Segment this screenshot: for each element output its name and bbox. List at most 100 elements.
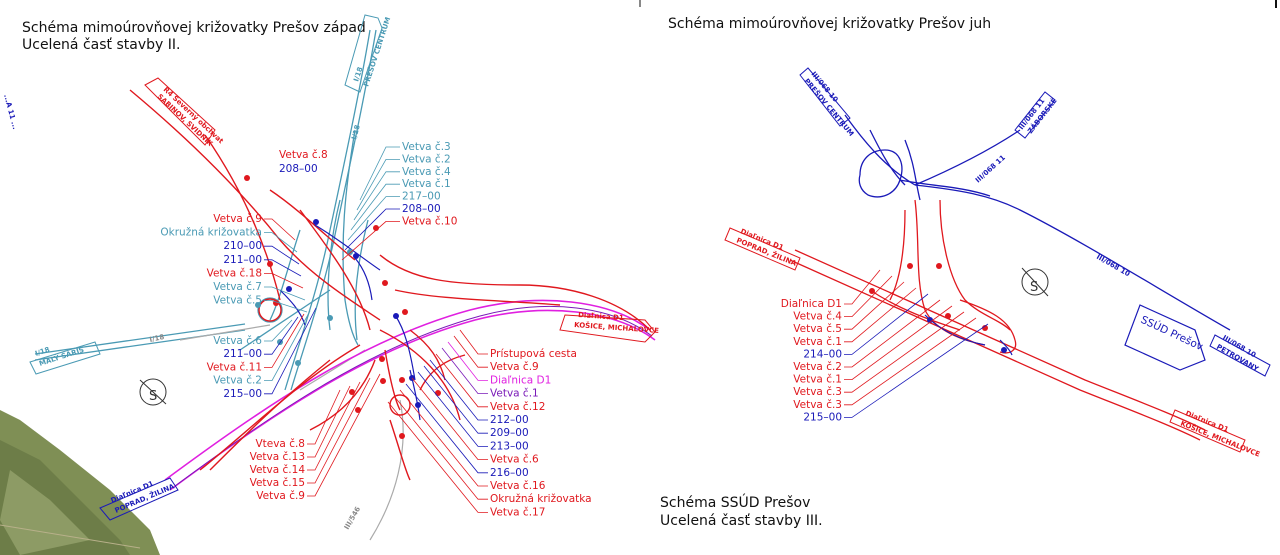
west-sign-d1-east: Diaľnica D1 KOŠICE, MICHALOVCE [559, 311, 660, 343]
leader-line [435, 353, 488, 408]
leader-line [441, 347, 488, 395]
leader-line [447, 341, 488, 381]
map-label: 215–00 [223, 388, 262, 400]
map-label: 215–00 [803, 411, 842, 423]
svg-text:Diaľnica D1: Diaľnica D1 [578, 311, 624, 322]
leader-line [844, 275, 893, 318]
leader-line [264, 245, 300, 265]
south-sign-ssud: SSÚD Prešov [1124, 304, 1206, 371]
map-label: Vetva č.17 [490, 506, 545, 518]
south-north-arrow-icon: S [1021, 267, 1049, 297]
leader-line [344, 208, 400, 251]
leader-line [844, 299, 941, 368]
leader-line [307, 373, 381, 497]
leader-line [264, 218, 296, 241]
svg-text:S: S [149, 389, 157, 404]
leader-line [307, 381, 361, 471]
map-label: Vetva č.1 [793, 374, 842, 386]
west-interchange: S [34, 29, 656, 541]
map-label: Vetva č.5 [213, 295, 262, 307]
map-label: Vetva č.3 [793, 386, 842, 398]
leader-line [429, 359, 488, 421]
map-label: 211–00 [223, 348, 262, 360]
map-label: Vetva č.18 [207, 267, 262, 279]
leader-line [264, 232, 298, 253]
leader-line [307, 377, 371, 484]
map-label: Vetva č.6 [213, 335, 262, 347]
map-label: Vetva č.1 [402, 178, 451, 190]
leader-line [844, 323, 989, 418]
leader-line [264, 286, 306, 301]
leader-line [393, 395, 488, 500]
leader-line [264, 307, 317, 395]
map-label: 210–00 [223, 240, 262, 252]
map-label: Vetva č.11 [207, 361, 262, 373]
leader-line [353, 171, 400, 221]
leader-line [264, 316, 299, 355]
map-label: Vetva č.13 [250, 451, 305, 463]
south-title: Schéma mimoúrovňovej križovatky Prešov j… [668, 16, 991, 32]
leader-line [264, 319, 293, 342]
map-label: Okružná križovatka [160, 227, 262, 239]
map-label: Vetva č.14 [250, 464, 306, 476]
map-label: 214–00 [803, 348, 842, 360]
ssud-title-line1: Schéma SSÚD Prešov [660, 493, 810, 511]
leader-line [341, 220, 400, 261]
west-road-i18-mid: I/18 [149, 333, 165, 344]
map-label: Diaľnica D1 [490, 374, 551, 386]
map-label: Vetva č.4 [793, 311, 842, 323]
left-edge-fragment: ...A 11 ... [2, 93, 19, 130]
map-label: Vetva č.9 [213, 213, 262, 225]
leader-line [264, 272, 304, 289]
leader-line [844, 317, 977, 406]
map-label: Vetva č.5 [793, 323, 842, 335]
leader-line [350, 183, 400, 231]
leader-line [411, 377, 488, 461]
leader-line [264, 259, 302, 277]
south-sign-iii068-nw: III/068 10 PREŠOV CENTRUM [799, 67, 856, 138]
south-sign-d1-west: Diaľnica D1 POPRAD, ŽILINA [724, 227, 801, 271]
map-label: Vetva č.4 [402, 166, 451, 178]
leader-line [387, 401, 488, 513]
west-road-iii546: III/546 [343, 505, 362, 531]
map-label: Vetva č.2 [402, 153, 451, 165]
map-label: Vetva č.2 [213, 375, 262, 387]
aerial-photo-fragment [0, 410, 160, 555]
svg-text:Vetva č.8: Vetva č.8 [279, 149, 328, 161]
svg-text:S: S [1030, 280, 1038, 295]
map-label: Vetva č.1 [490, 388, 539, 400]
south-sign-d1-east: Diaľnica D1 KOŠICE, MICHALOVCE [1169, 409, 1262, 459]
south-road-iii068-10: III/068 10 [1095, 253, 1131, 279]
map-label: 211–00 [223, 254, 262, 266]
leader-line [844, 311, 965, 393]
map-label: Vetva č.10 [402, 215, 457, 227]
leader-line [453, 335, 488, 368]
map-label: Prístupová cesta [490, 348, 577, 360]
map-label: 217–00 [402, 191, 441, 203]
map-label: Vetva č.9 [256, 490, 305, 502]
leader-line [459, 329, 488, 355]
map-label: Vetva č.2 [793, 361, 842, 373]
leader-line [359, 146, 400, 201]
west-top-mid-labels: Vetva č.8 208–00 [279, 149, 328, 175]
north-arrow-icon: S [139, 378, 167, 406]
leader-line [844, 293, 929, 355]
leader-line [264, 300, 308, 313]
leader-line [264, 310, 311, 382]
map-label: 213–00 [490, 440, 529, 452]
map-label: 216–00 [490, 467, 529, 479]
south-interchange: S [789, 114, 1231, 441]
map-label: 208–00 [402, 203, 441, 215]
south-sign-iii068-ne: III/068 11 ZÁBORSKÉ [1014, 91, 1059, 139]
leader-line [399, 389, 488, 487]
svg-text:208–00: 208–00 [279, 163, 318, 175]
leader-line [264, 313, 305, 368]
map-label: Vetva č.6 [490, 454, 539, 466]
leader-line [307, 385, 351, 458]
map-label: Diaľnica D1 [781, 298, 842, 310]
